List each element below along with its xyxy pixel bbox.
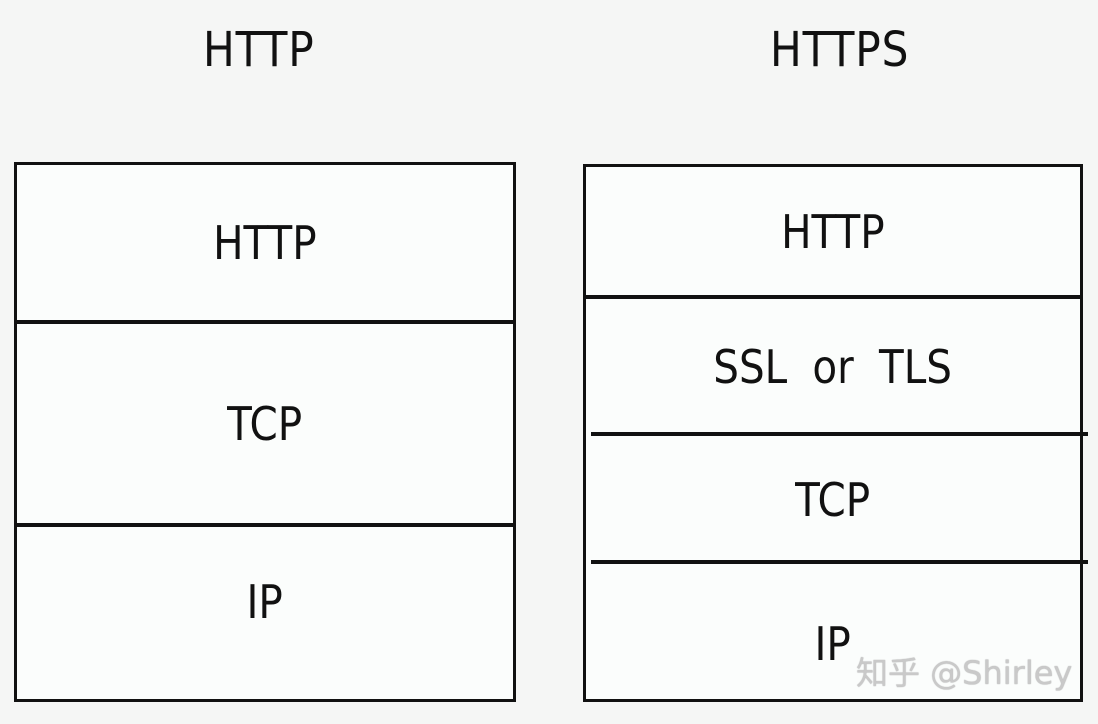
- layer-divider: [17, 320, 513, 324]
- layer-tcp: TCP: [17, 324, 513, 524]
- layer-divider: [591, 560, 1088, 564]
- layer-label: TCP: [795, 473, 871, 527]
- layer-label: IP: [814, 617, 852, 671]
- layer-tcp: TCP: [586, 436, 1080, 564]
- http-title: HTTP: [203, 22, 315, 78]
- layer-ip: IP: [586, 564, 1080, 724]
- layer-ssl-tls: SSL or TLS: [586, 299, 1080, 435]
- https-stack: HTTP SSL or TLS TCP IP: [583, 164, 1088, 702]
- layer-divider: [17, 523, 513, 527]
- layer-http: HTTP: [586, 167, 1080, 297]
- layer-label: SSL or TLS: [713, 340, 953, 394]
- layer-label: HTTP: [213, 216, 317, 270]
- layer-divider: [586, 295, 1080, 299]
- http-stack: HTTP TCP IP: [14, 162, 516, 702]
- layer-ip: IP: [17, 527, 513, 677]
- https-title: HTTPS: [770, 22, 910, 78]
- layer-http: HTTP: [17, 165, 513, 321]
- watermark: 知乎 @Shirley: [856, 654, 1073, 692]
- layer-label: IP: [246, 575, 284, 629]
- layer-divider: [591, 432, 1088, 436]
- layer-label: HTTP: [781, 205, 885, 259]
- layer-label: TCP: [227, 397, 303, 451]
